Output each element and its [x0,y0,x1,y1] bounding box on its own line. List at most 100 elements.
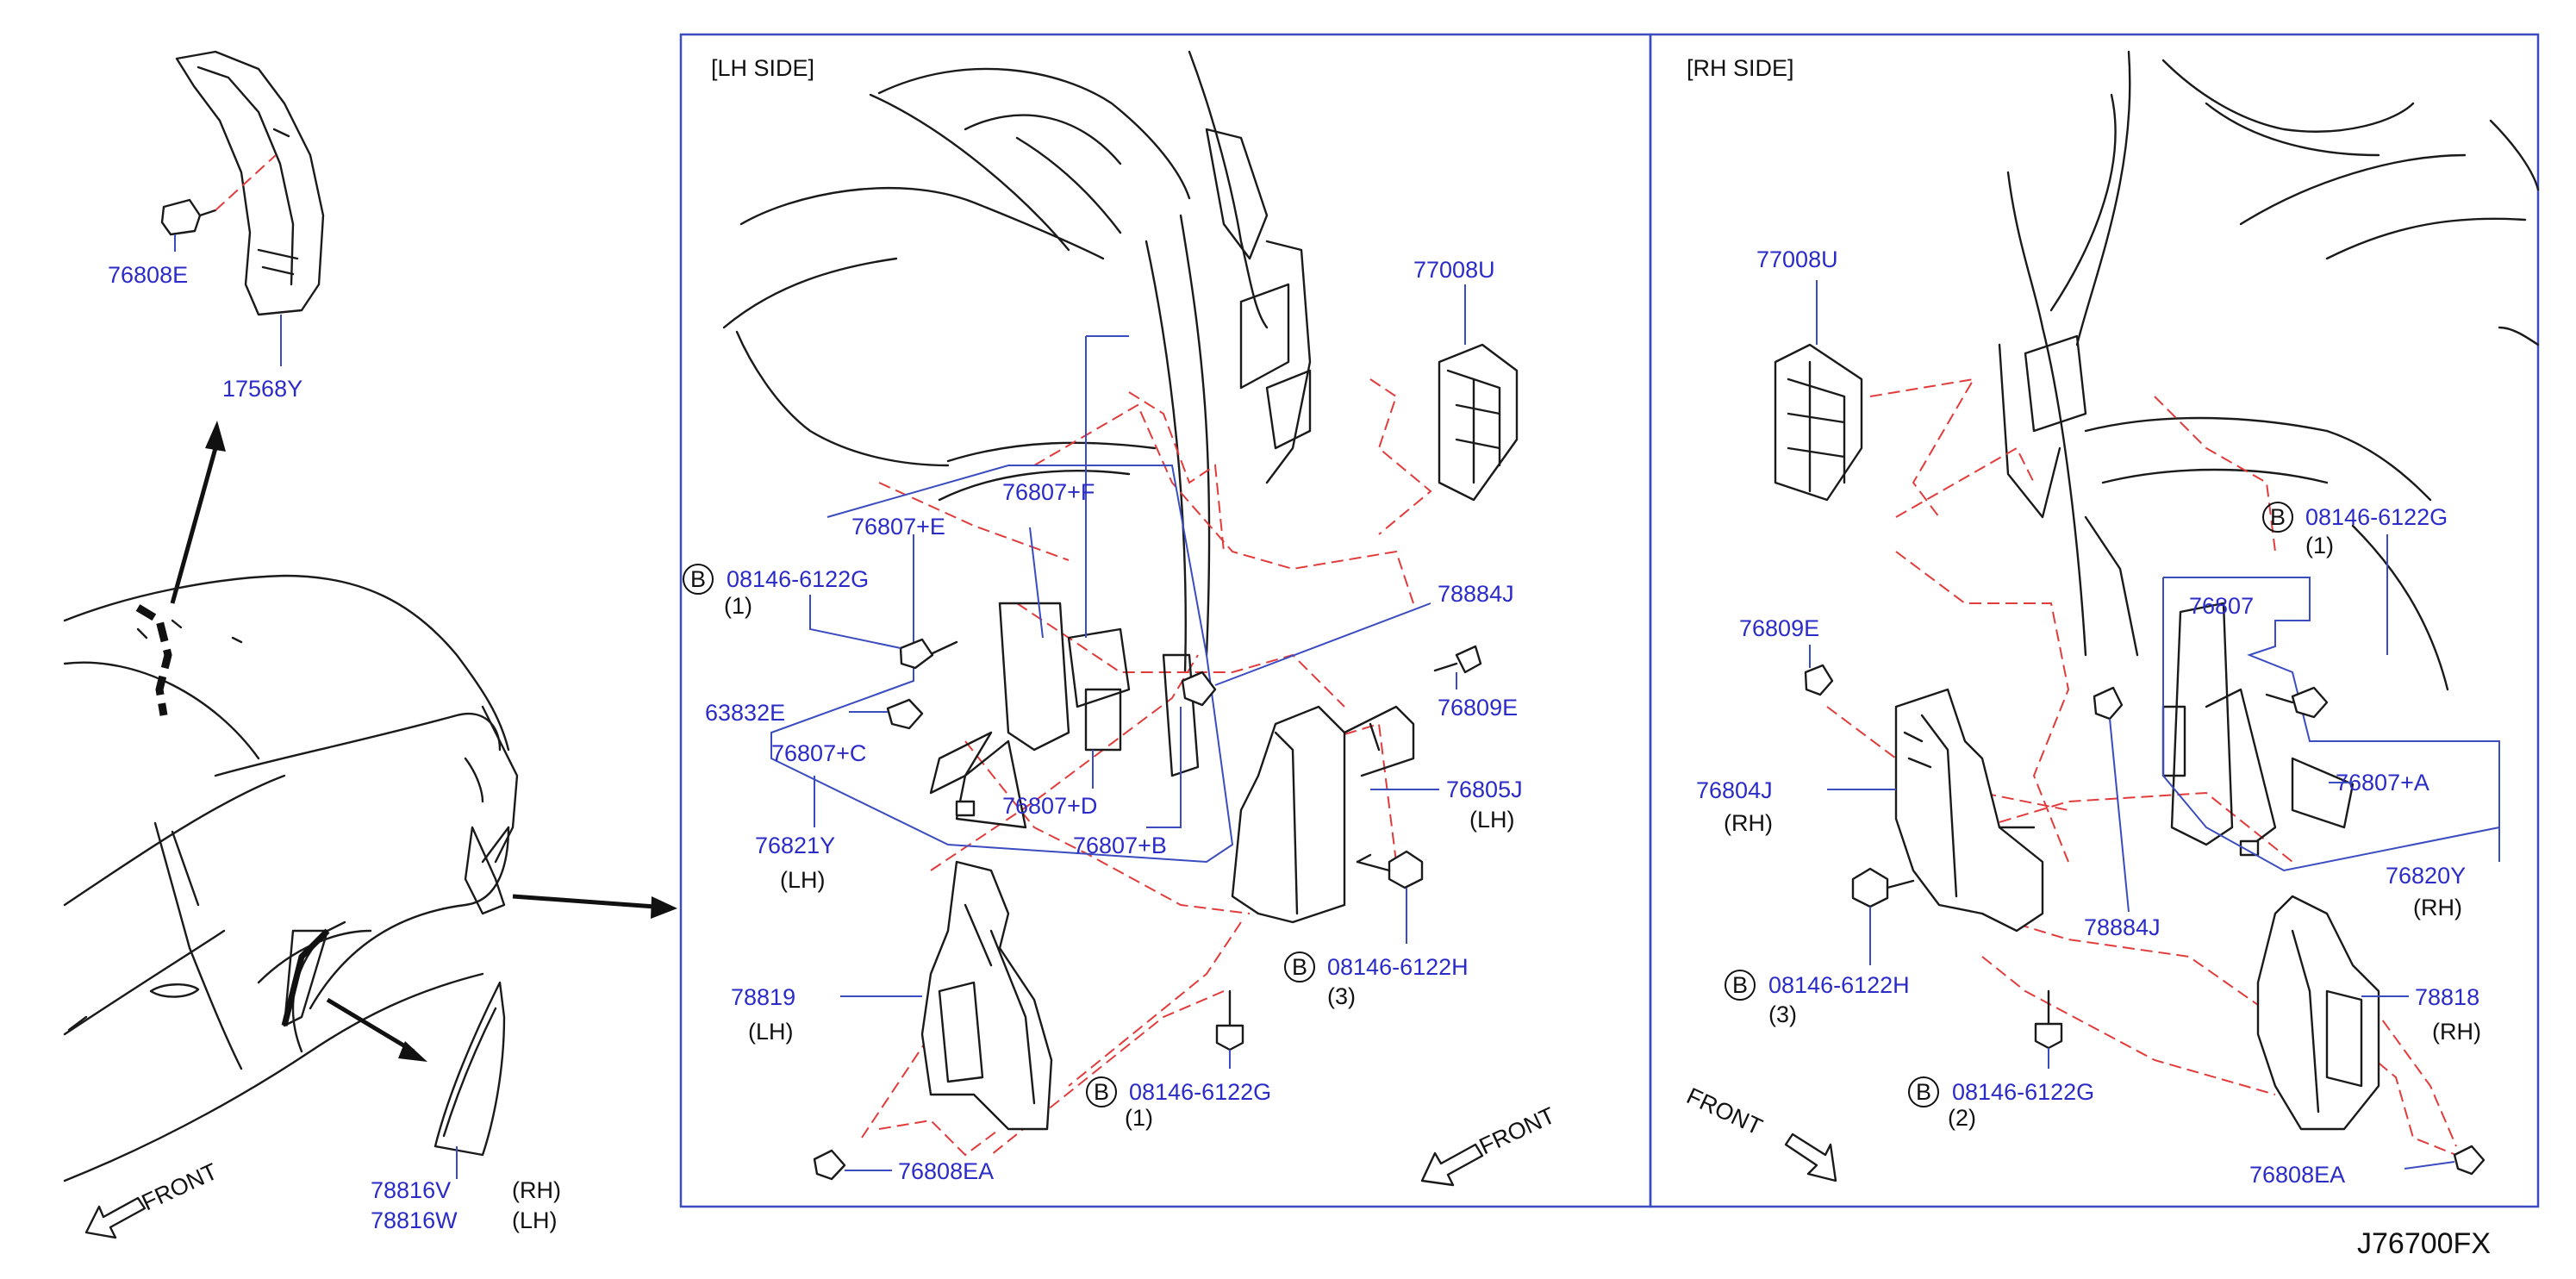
bolt-marker-lh-bottom [1086,1076,1117,1107]
label-76821y-side: (LH) [780,867,826,893]
car-body-drawing [63,574,519,1182]
clip-76809e-lh-icon [1433,645,1482,674]
bolt-marker-rh-top-text: B [2270,504,2286,530]
bolt-08146-6122h-rh-icon [1851,867,1915,908]
label-08146-6122h-lh: 08146-6122H [1327,954,1469,980]
bolt-marker-lh-mid-text: B [1292,954,1307,980]
label-76805j-side: (LH) [1469,807,1515,833]
bolt-marker-rh-bottom-text: B [1916,1079,1931,1105]
label-76805j: 76805J [1446,777,1523,802]
label-77008u-lh: 77008U [1413,257,1495,283]
grommet-78884j-lh-icon [1181,671,1217,707]
mud-guard-78816-drawing [433,981,506,1157]
lh-body-panel-drawing [722,50,1312,674]
bolt-marker-lh-top [683,564,714,595]
front-label-lh: FRONT [1475,1102,1559,1159]
label-08146-6122g-lh-bottom: 08146-6122G [1129,1079,1271,1105]
car-trim-highlight [135,604,330,1026]
label-08146-6122g-rh-top: 08146-6122G [2305,504,2448,530]
label-76821y: 76821Y [755,833,835,858]
clip-63832e-lh-icon [886,698,924,730]
label-08146-6122h-lh-qty: (3) [1327,983,1356,1009]
label-76807c: 76807+C [771,740,866,766]
label-76807e: 76807+E [851,514,945,540]
label-76807f: 76807+F [1002,479,1095,505]
label-78884j-lh: 78884J [1438,581,1514,607]
clip-76808e-icon [160,198,217,236]
label-76820y-side: (RH) [2413,895,2462,920]
part-78818-rh-drawing [2256,895,2380,1131]
label-76809e-rh: 76809E [1739,615,1819,641]
bolt-marker-lh-mid [1284,951,1315,983]
bolt-marker-lh-bottom-text: B [1094,1079,1109,1105]
label-76807b: 76807+B [1073,833,1167,858]
part-77008u-rh-drawing [1774,343,1863,502]
label-76804j: 76804J [1696,777,1773,803]
lh-panel-frame [679,33,1652,1208]
label-76808e: 76808E [108,262,188,288]
bolt-marker-rh-mid-text: B [1732,972,1748,998]
rh-panel-frame [1649,33,2540,1208]
label-76807d: 76807+D [1002,793,1097,819]
bolt-marker-rh-mid [1725,970,1756,1001]
label-17568y: 17568Y [222,376,303,402]
front-arrow-left [84,1196,147,1239]
front-arrow-rh [1784,1132,1837,1182]
clip-76809e-rh-icon [1804,664,1834,696]
arrow-to-lh-panel [512,894,677,919]
label-63832e: 63832E [705,700,785,726]
bolt-08146-6122g-lh-top-icon [899,638,958,670]
label-78818-side: (RH) [2432,1019,2481,1045]
label-08146-6122g-rh-bottom-qty: (2) [1948,1105,1976,1131]
bolt-08146-6122h-lh-icon [1356,850,1424,889]
label-08146-6122g-lh-top-qty: (1) [724,593,752,619]
front-arrow-lh [1420,1143,1484,1187]
front-label-rh: FRONT [1682,1082,1766,1139]
arrow-to-mudguard [326,997,427,1062]
part-76820y-rh-drawing [2161,602,2355,857]
label-08146-6122h-rh-qty: (3) [1768,1001,1797,1027]
label-78884j-rh: 78884J [2084,914,2161,940]
part-76821y-lh-drawing [929,602,1200,829]
label-78816w-side: (LH) [512,1207,558,1233]
bolt-marker-lh-top-text: B [690,566,706,592]
label-08146-6122h-rh: 08146-6122H [1768,972,1910,998]
bolt-08146-6122g-rh-top-icon [2265,686,2329,719]
part-76821y-outline [770,465,1234,864]
label-08146-6122g-lh-top: 08146-6122G [727,566,869,592]
label-78816w: 78816W [371,1207,458,1233]
clip-76808ea-rh-icon [2453,1145,2486,1176]
label-08146-6122g-rh-top-qty: (1) [2305,533,2334,558]
bolt-marker-rh-top [2262,502,2293,533]
bolt-08146-6122g-lh-bottom-icon [1215,989,1244,1051]
label-76807-rh: 76807 [2189,593,2254,619]
part-77008u-lh-drawing [1438,343,1519,502]
label-76808ea-rh: 76808EA [2249,1162,2345,1188]
lh-panel-title: [LH SIDE] [711,55,814,81]
rh-panel-title: [RH SIDE] [1687,55,1794,81]
trim-part-17568y-drawing [175,50,325,316]
clip-76808ea-lh-icon [813,1149,846,1181]
label-76804j-side: (RH) [1724,810,1773,836]
label-78818: 78818 [2415,984,2479,1010]
label-78819-side: (LH) [748,1019,794,1045]
label-77008u-rh: 77008U [1756,246,1838,272]
rh-body-panel-drawing [1998,50,2540,691]
label-78819: 78819 [731,984,795,1010]
label-76820y: 76820Y [2386,863,2466,889]
front-label-left: FRONT [138,1158,221,1215]
label-08146-6122g-rh-bottom: 08146-6122G [1952,1079,2094,1105]
label-76808ea-lh: 76808EA [898,1158,994,1184]
grommet-78884j-rh-icon [2093,686,2124,721]
diagram-code: J76700FX [2357,1227,2491,1260]
label-76809e-lh: 76809E [1438,695,1518,721]
label-78816v: 78816V [371,1177,451,1203]
bolt-marker-rh-bottom [1908,1076,1939,1107]
label-78816v-side: (RH) [512,1177,561,1203]
label-08146-6122g-lh-bottom-qty: (1) [1125,1105,1153,1131]
arrow-to-trim [170,421,226,604]
part-76804j-rh-drawing [1894,688,2044,933]
part-78819-lh-drawing [920,860,1053,1131]
part-76805j-lh-drawing [1231,705,1415,924]
